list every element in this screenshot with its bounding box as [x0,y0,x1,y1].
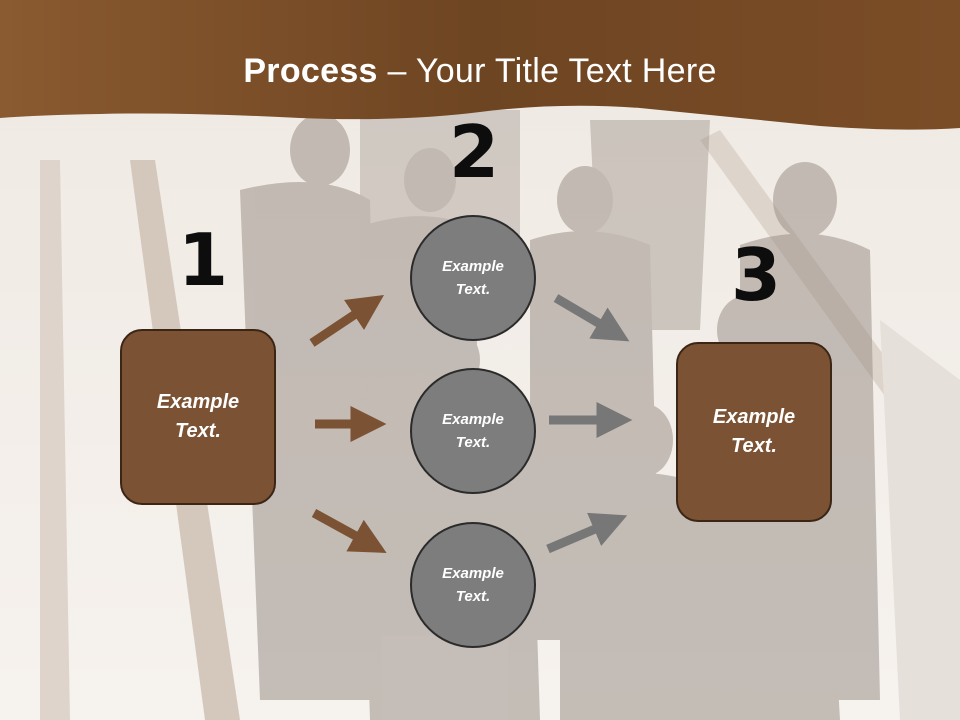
title-bold: Process [243,52,378,90]
circle-step-2: Example Text. [410,368,536,494]
circle-step-3: Example Text. [410,522,536,648]
step-number-2: 2 [449,110,500,194]
step-number-3: 3 [731,233,782,317]
right-example-box: Example Text. [676,342,832,522]
slide-title: Process – Your Title Text Here [0,52,960,91]
arrow-from-circle-1 [553,294,630,342]
arrow-to-circle-3 [311,509,387,553]
arrow-from-circle-3 [546,512,628,554]
circle-step-1: Example Text. [410,215,536,341]
circle-2-text: Example Text. [442,411,504,451]
step-number-1: 1 [178,218,229,302]
circle-3-text: Example Text. [442,565,504,605]
left-example-box: Example Text. [120,329,276,505]
right-box-text: Example Text. [712,406,796,457]
arrow-to-circle-1 [309,295,384,347]
left-box-text: Example Text. [156,391,240,442]
title-rest: – Your Title Text Here [377,52,717,90]
circle-1-text: Example Text. [442,258,504,298]
